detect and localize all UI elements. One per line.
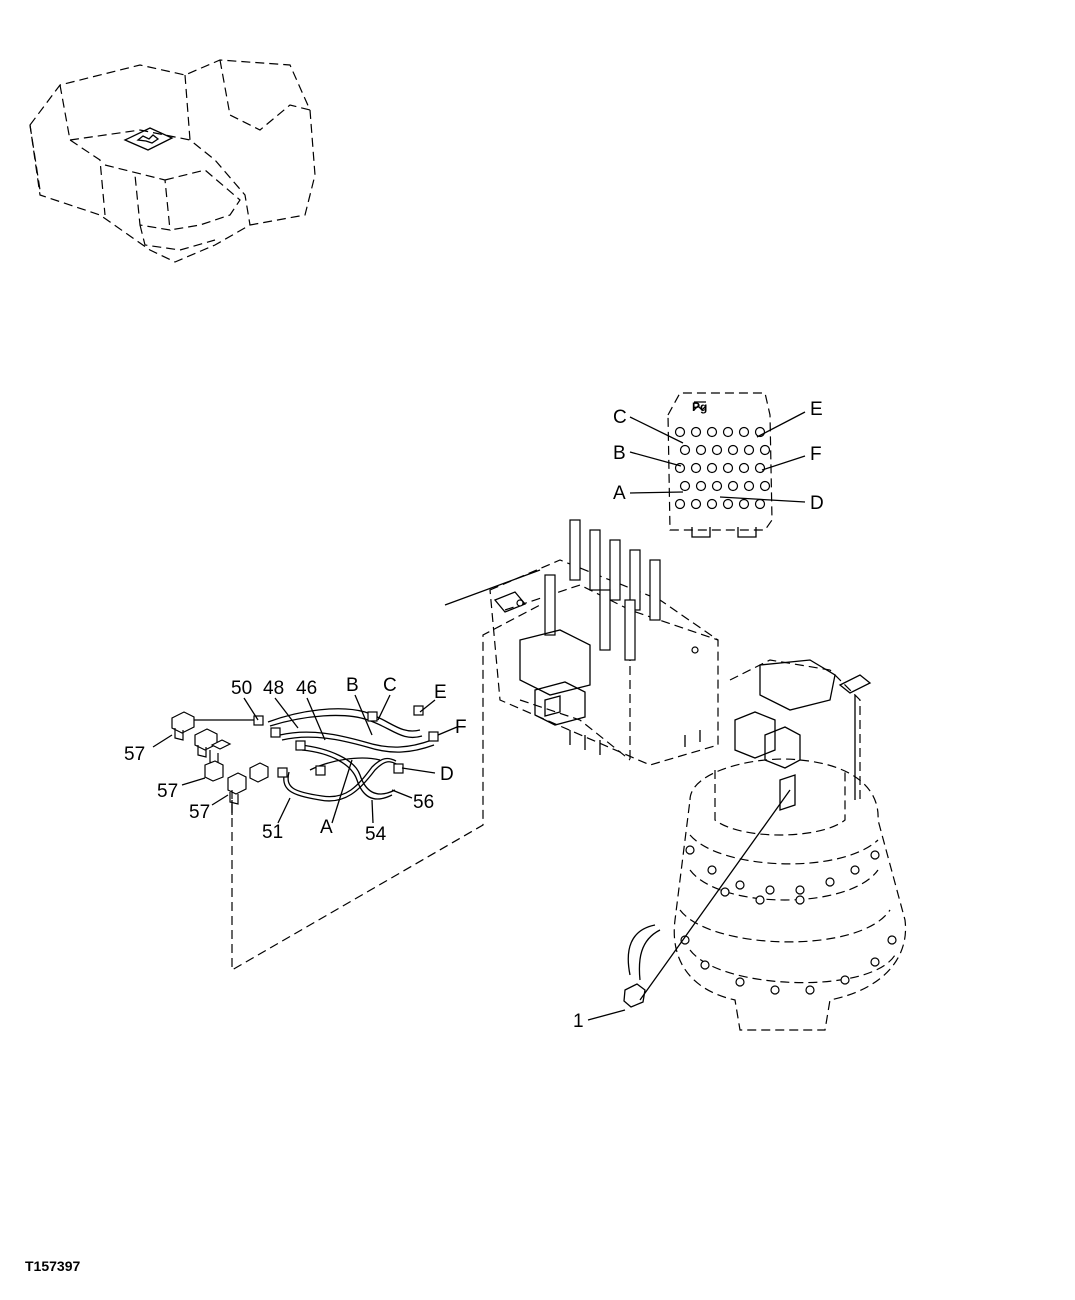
hose-fitting [277, 767, 288, 778]
callout-leaders [152, 694, 626, 1021]
motor-bolt [770, 985, 780, 995]
callout-57-mid: 57 [157, 781, 178, 802]
motor-bolt [707, 865, 717, 875]
port-fitting [695, 480, 707, 492]
figure-id: T157397 [25, 1258, 80, 1274]
callout-57-top: 57 [124, 744, 145, 765]
hose-icon [190, 705, 439, 802]
callout-54: 54 [365, 824, 387, 845]
port-fitting [754, 498, 766, 510]
port-fitting [690, 498, 702, 510]
motor-bolt [870, 850, 880, 860]
port-fitting [743, 444, 755, 456]
valve-spool [609, 539, 621, 601]
callout-50: 50 [231, 678, 252, 699]
callout-48: 48 [263, 678, 284, 699]
motor-bolt [685, 845, 695, 855]
port-fitting [711, 480, 723, 492]
port-label-c: C [613, 407, 627, 428]
hose-fitting [253, 715, 264, 726]
callout-a: A [320, 817, 333, 838]
port-fitting [679, 480, 691, 492]
valve-spool [624, 599, 636, 661]
port-fitting [722, 462, 734, 474]
port-fitting [690, 426, 702, 438]
valve-spool [589, 529, 601, 591]
fitting-icon [171, 711, 269, 805]
motor-bolt [887, 935, 897, 945]
port-fitting [759, 480, 771, 492]
port-fitting [738, 426, 750, 438]
hose-fitting [367, 711, 378, 722]
swing-motor-icon [623, 659, 907, 1031]
port-fitting [738, 462, 750, 474]
callout-56: 56 [413, 792, 434, 813]
motor-bolt [735, 880, 745, 890]
port-fitting [674, 498, 686, 510]
nameplate-text: Pg [692, 400, 707, 414]
port-fitting [754, 462, 766, 474]
callout-f: F [455, 717, 467, 738]
port-label-d: D [810, 493, 824, 514]
port-fitting [706, 462, 718, 474]
port-fitting [674, 426, 686, 438]
control-valve-icon [489, 519, 719, 766]
port-fitting [706, 498, 718, 510]
motor-bolt [700, 960, 710, 970]
valve-spool [569, 519, 581, 581]
assembly-leader-lines [231, 569, 791, 1001]
callout-b: B [346, 675, 359, 696]
hose-fitting [315, 765, 326, 776]
hose-fitting [393, 763, 404, 774]
callout-1: 1 [573, 1011, 584, 1032]
callout-d: D [440, 764, 454, 785]
machine-locator-icon [29, 59, 316, 263]
callout-labels: 50 48 46 B C E F D 56 54 A 51 57 57 57 1 [124, 675, 584, 1032]
port-fitting [690, 462, 702, 474]
callout-c: C [383, 675, 397, 696]
port-label-e: E [810, 399, 823, 420]
callout-51: 51 [262, 822, 283, 843]
motor-bolt [870, 957, 880, 967]
port-fitting [743, 480, 755, 492]
port-fitting [695, 444, 707, 456]
port-label-b: B [613, 443, 626, 464]
motor-bolt [805, 985, 815, 995]
valve-spool [649, 559, 661, 621]
port-fitting [679, 444, 691, 456]
motor-bolt [850, 865, 860, 875]
callout-46: 46 [296, 678, 317, 699]
port-fitting [738, 498, 750, 510]
hose-fitting [413, 705, 424, 716]
hose-fitting [295, 740, 306, 751]
callout-57-bottom: 57 [189, 802, 210, 823]
motor-bolt [840, 975, 850, 985]
motor-bolt [755, 895, 765, 905]
motor-bolt [720, 887, 730, 897]
valve-spool [544, 574, 556, 636]
port-fitting [711, 444, 723, 456]
motor-bolt [765, 885, 775, 895]
valve-spool [599, 589, 611, 651]
motor-bolt [795, 885, 805, 895]
port-fitting [722, 498, 734, 510]
motor-bolt [825, 877, 835, 887]
hose-fitting [270, 727, 281, 738]
hose-fitting [428, 731, 439, 742]
port-fitting [722, 426, 734, 438]
callout-e: E [434, 682, 447, 703]
port-fitting [727, 480, 739, 492]
port-fitting [727, 444, 739, 456]
motor-bolt [735, 977, 745, 987]
port-fitting [706, 426, 718, 438]
port-label-a: A [613, 483, 626, 504]
valve-port-detail: Pg C B A E F D [613, 392, 824, 538]
port-fitting [759, 444, 771, 456]
motor-bolt [795, 895, 805, 905]
port-label-f: F [810, 444, 822, 465]
